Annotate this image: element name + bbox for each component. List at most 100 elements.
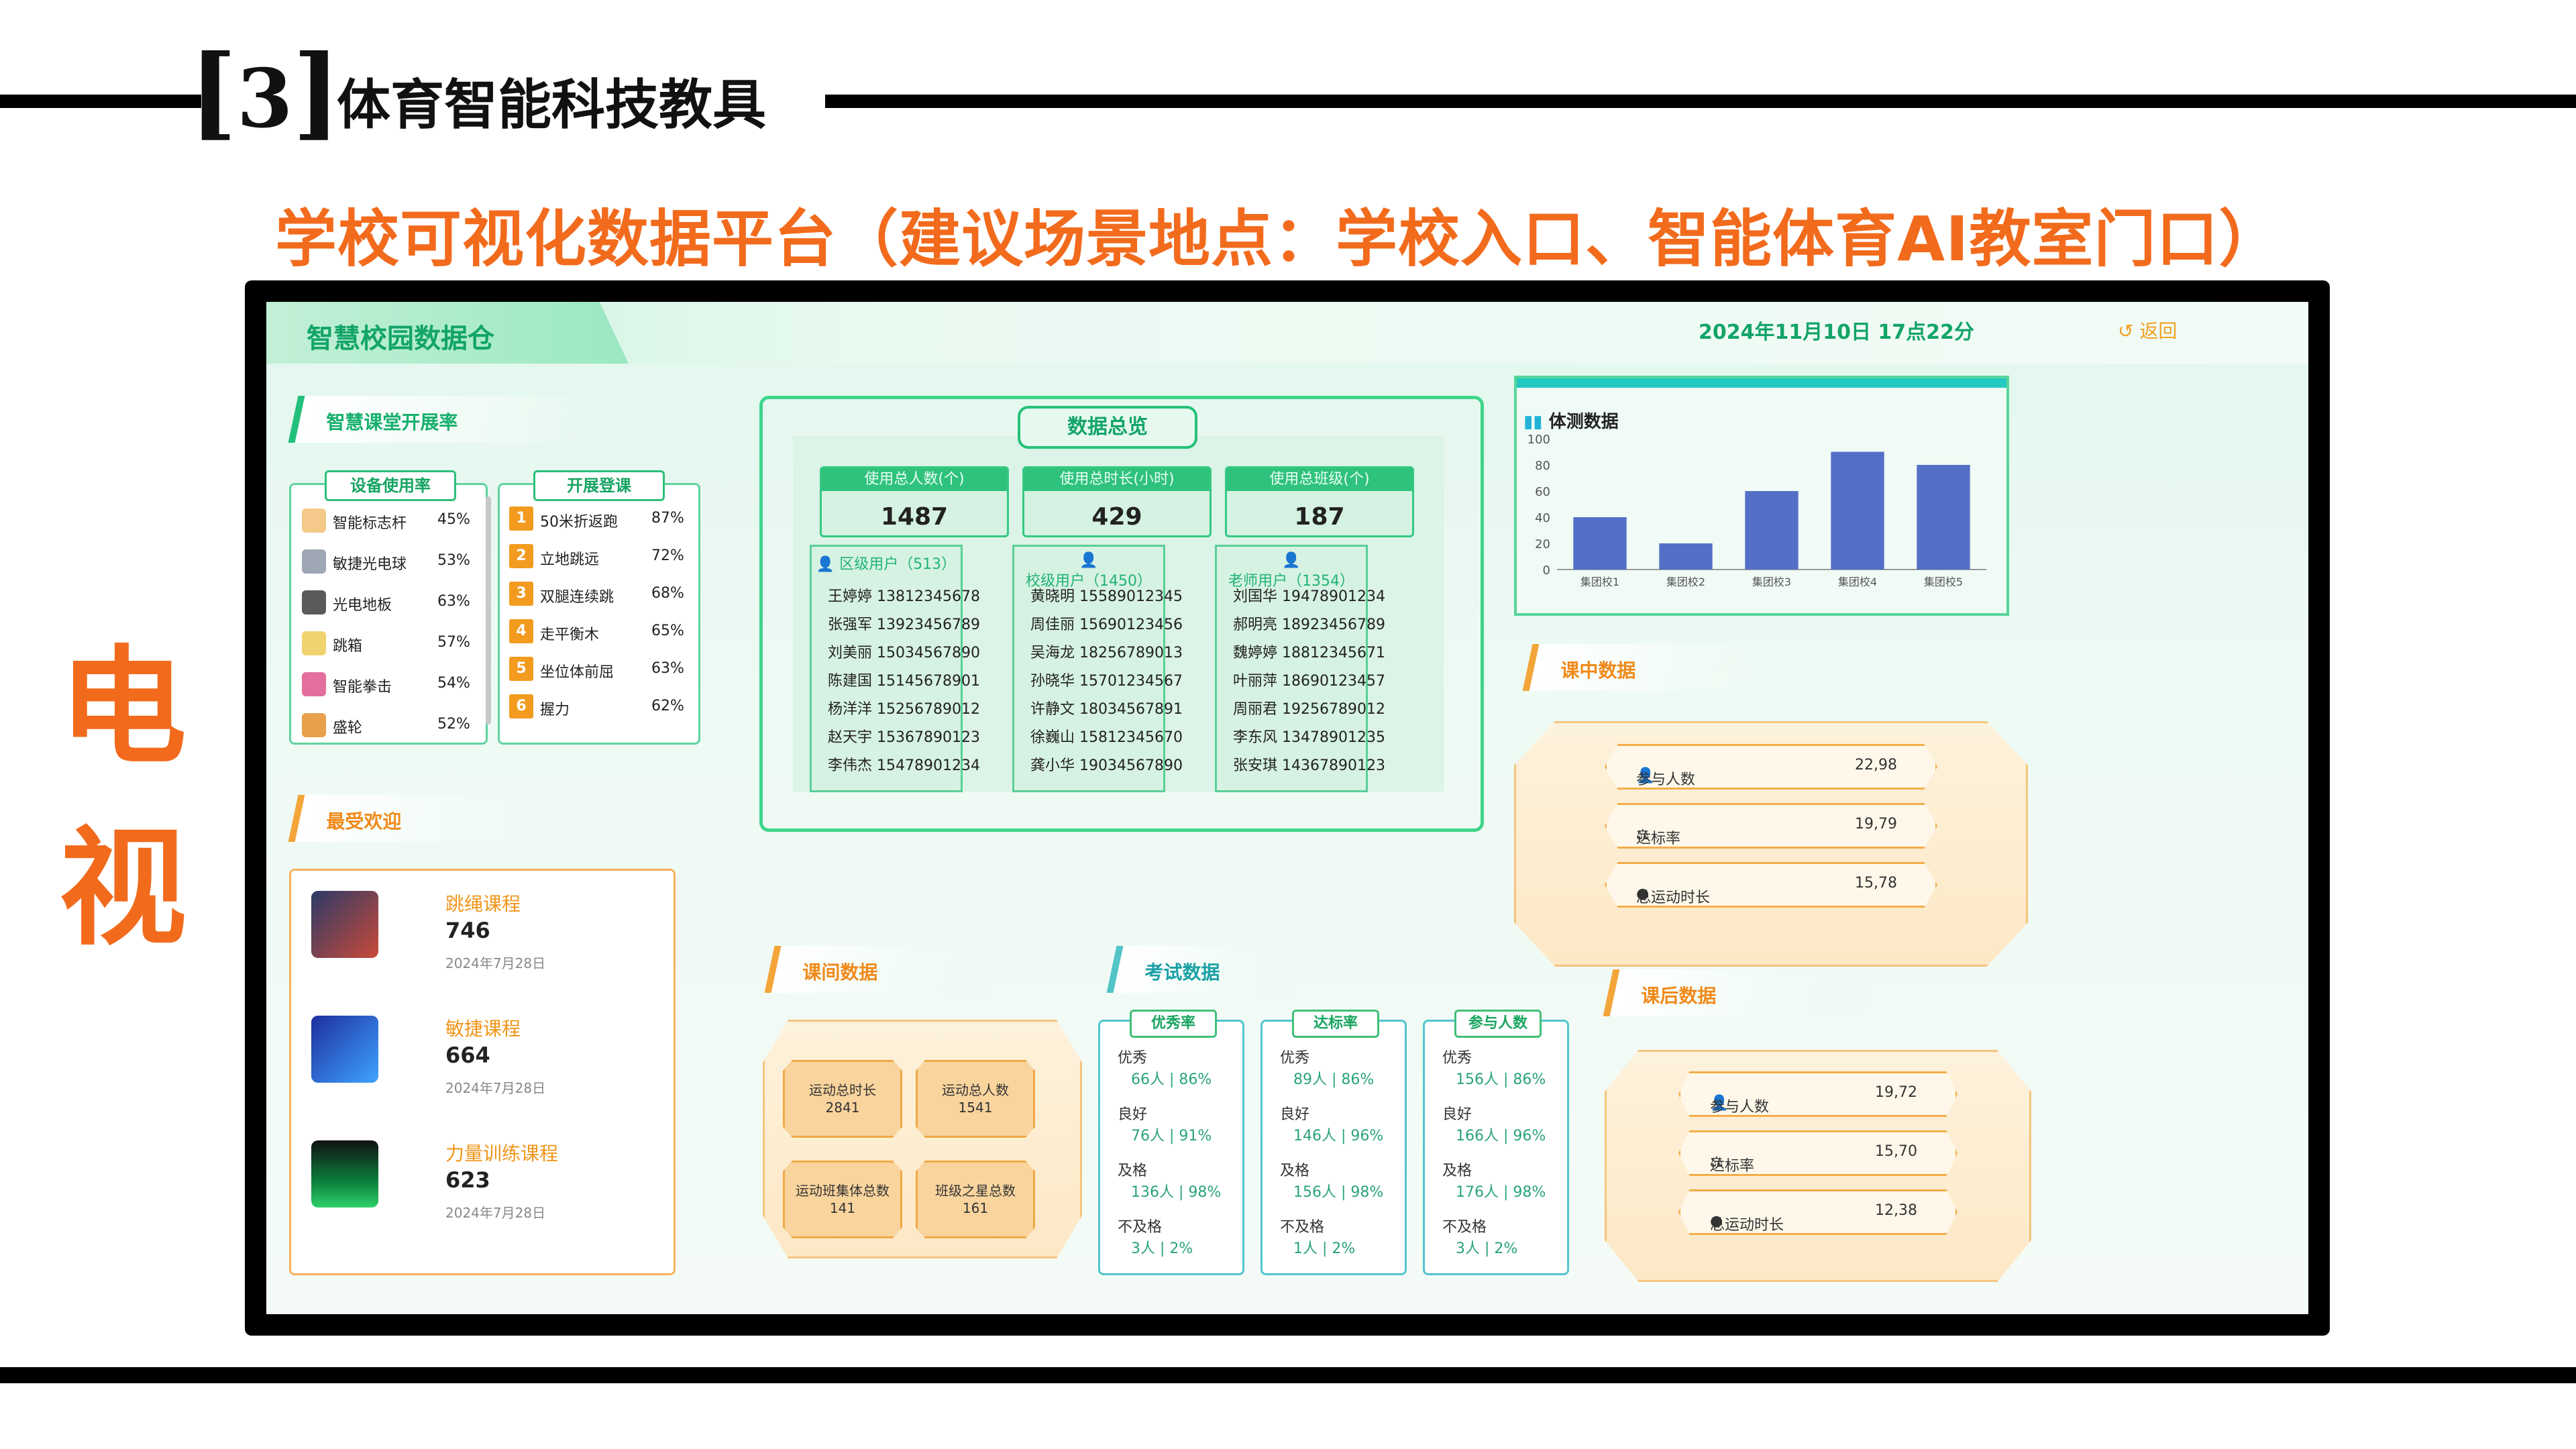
course-name[interactable]: 敏捷课程 xyxy=(445,1018,521,1040)
metric-label: 总运动时长 xyxy=(1636,890,1711,906)
rank-badge: 3 xyxy=(509,582,533,606)
user-name: 许静文 xyxy=(1030,701,1075,718)
exam-row-label: 优秀 xyxy=(1442,1050,1472,1067)
user-row[interactable]: 陈建国 15145678901 xyxy=(828,669,980,690)
user-phone: 13923456789 xyxy=(877,616,980,633)
bar[interactable] xyxy=(1745,491,1799,570)
user-row[interactable]: 周丽君 19256789012 xyxy=(1233,697,1385,718)
user-row[interactable]: 杨洋洋 15256789012 xyxy=(828,697,980,718)
stat-value: 187 xyxy=(1294,503,1345,531)
fitness-chart-topbar xyxy=(1517,378,2006,388)
user-row[interactable]: 周佳丽 15690123456 xyxy=(1030,612,1183,634)
user-row[interactable]: 黄晓明 15589012345 xyxy=(1030,584,1183,606)
exam-row-label: 良好 xyxy=(1280,1106,1310,1123)
device-name: 敏捷光电球 xyxy=(333,556,407,573)
user-row[interactable]: 刘国华 19478901234 xyxy=(1233,584,1385,606)
user-row[interactable]: 王婷婷 13812345678 xyxy=(828,584,980,606)
user-name: 张安琪 xyxy=(1233,757,1278,774)
course-name[interactable]: 跳绳课程 xyxy=(445,893,521,915)
clock-icon: ● xyxy=(1710,1213,1723,1230)
bar[interactable] xyxy=(1831,451,1884,570)
course-thumbnail[interactable] xyxy=(311,891,378,958)
course-name: 坐位体前屈 xyxy=(540,664,614,681)
device-pct: 63% xyxy=(437,593,470,610)
course-name: 双腿连续跳 xyxy=(540,589,614,606)
user-group-label: 区级用户（513） xyxy=(839,556,957,573)
user-phone: 18812345671 xyxy=(1282,645,1385,661)
exam-row-value: 3人 | 2% xyxy=(1131,1240,1193,1257)
user-row[interactable]: 徐巍山 15812345670 xyxy=(1030,725,1183,747)
exam-row-value: 166人 | 96% xyxy=(1456,1128,1546,1144)
user-row[interactable]: 许静文 18034567891 xyxy=(1030,697,1183,718)
user-phone: 19256789012 xyxy=(1282,701,1385,718)
fitness-chart-header: ▮▮ 体测数据 xyxy=(1523,412,1619,432)
user-row[interactable]: 叶丽萍 18690123457 xyxy=(1233,669,1385,690)
course-count: 664 xyxy=(445,1042,490,1068)
bar[interactable] xyxy=(1917,465,1970,570)
user-name: 龚小华 xyxy=(1030,757,1075,774)
course-pct: 65% xyxy=(651,623,684,639)
metric-value: 12,38 xyxy=(1875,1202,1917,1219)
user-row[interactable]: 郝明亮 18923456789 xyxy=(1233,612,1385,634)
bar[interactable] xyxy=(1573,517,1627,570)
user-row[interactable]: 李伟杰 15478901234 xyxy=(828,753,980,775)
user-name: 赵天宇 xyxy=(828,729,873,746)
user-row[interactable]: 刘美丽 15034567890 xyxy=(828,641,980,662)
exam-row-value: 89人 | 86% xyxy=(1293,1071,1375,1088)
bar[interactable] xyxy=(1659,543,1713,570)
favorites-section-tag: 最受欢迎 xyxy=(288,795,600,842)
device-pct: 45% xyxy=(437,511,470,528)
stat-label: 使用总时长(小时) xyxy=(1024,468,1210,491)
user-row[interactable]: 张安琪 14367890123 xyxy=(1233,753,1385,775)
tile-label: 运动总时长 xyxy=(809,1082,876,1098)
metric-label: 达标率 xyxy=(1636,830,1681,847)
user-phone: 19478901234 xyxy=(1282,588,1385,605)
user-row[interactable]: 孙晓华 15701234567 xyxy=(1030,669,1183,690)
course-name[interactable]: 力量训练课程 xyxy=(445,1142,559,1165)
user-row[interactable]: 张强军 13923456789 xyxy=(828,612,980,634)
tile-value: 2841 xyxy=(825,1099,860,1116)
stat-label: 使用总人数(个) xyxy=(822,468,1007,491)
user-phone: 15478901234 xyxy=(877,757,980,774)
course-panel-title: 开展登课 xyxy=(533,470,665,501)
user-name: 吴海龙 xyxy=(1030,645,1075,661)
user-row[interactable]: 赵天宇 15367890123 xyxy=(828,725,980,747)
user-row[interactable]: 龚小华 19034567890 xyxy=(1030,753,1183,775)
user-row[interactable]: 吴海龙 18256789013 xyxy=(1030,641,1183,662)
exam-row-value: 156人 | 98% xyxy=(1293,1184,1384,1201)
course-thumbnail[interactable] xyxy=(311,1016,378,1083)
back-button[interactable]: ↺ 返回 xyxy=(2118,320,2178,342)
scale-icon: ⚖ xyxy=(1636,826,1650,843)
person-icon: 👤 xyxy=(1636,767,1655,784)
device-name: 跳箱 xyxy=(333,638,363,655)
exam-row-label: 良好 xyxy=(1118,1106,1148,1123)
dashboard-header: 智慧校园数据仓 2024年11月10日 17点22分 ↺ 返回 xyxy=(266,302,2308,364)
user-row[interactable]: 魏婷婷 18812345671 xyxy=(1233,641,1385,662)
rank-badge: 4 xyxy=(509,619,533,643)
user-group-title: 👤 校级用户（1450） xyxy=(1014,552,1163,590)
vault-box-icon xyxy=(302,631,326,655)
course-name: 握力 xyxy=(540,702,570,718)
exam-row-label: 良好 xyxy=(1442,1106,1472,1123)
course-thumbnail[interactable] xyxy=(311,1140,378,1208)
exam-row-value: 146人 | 96% xyxy=(1293,1128,1384,1144)
device-scrollbar[interactable] xyxy=(486,496,491,724)
device-name: 智能标志杆 xyxy=(333,515,407,532)
exam-row-value: 136人 | 98% xyxy=(1131,1184,1222,1201)
user-row[interactable]: 李东风 13478901235 xyxy=(1233,725,1385,747)
